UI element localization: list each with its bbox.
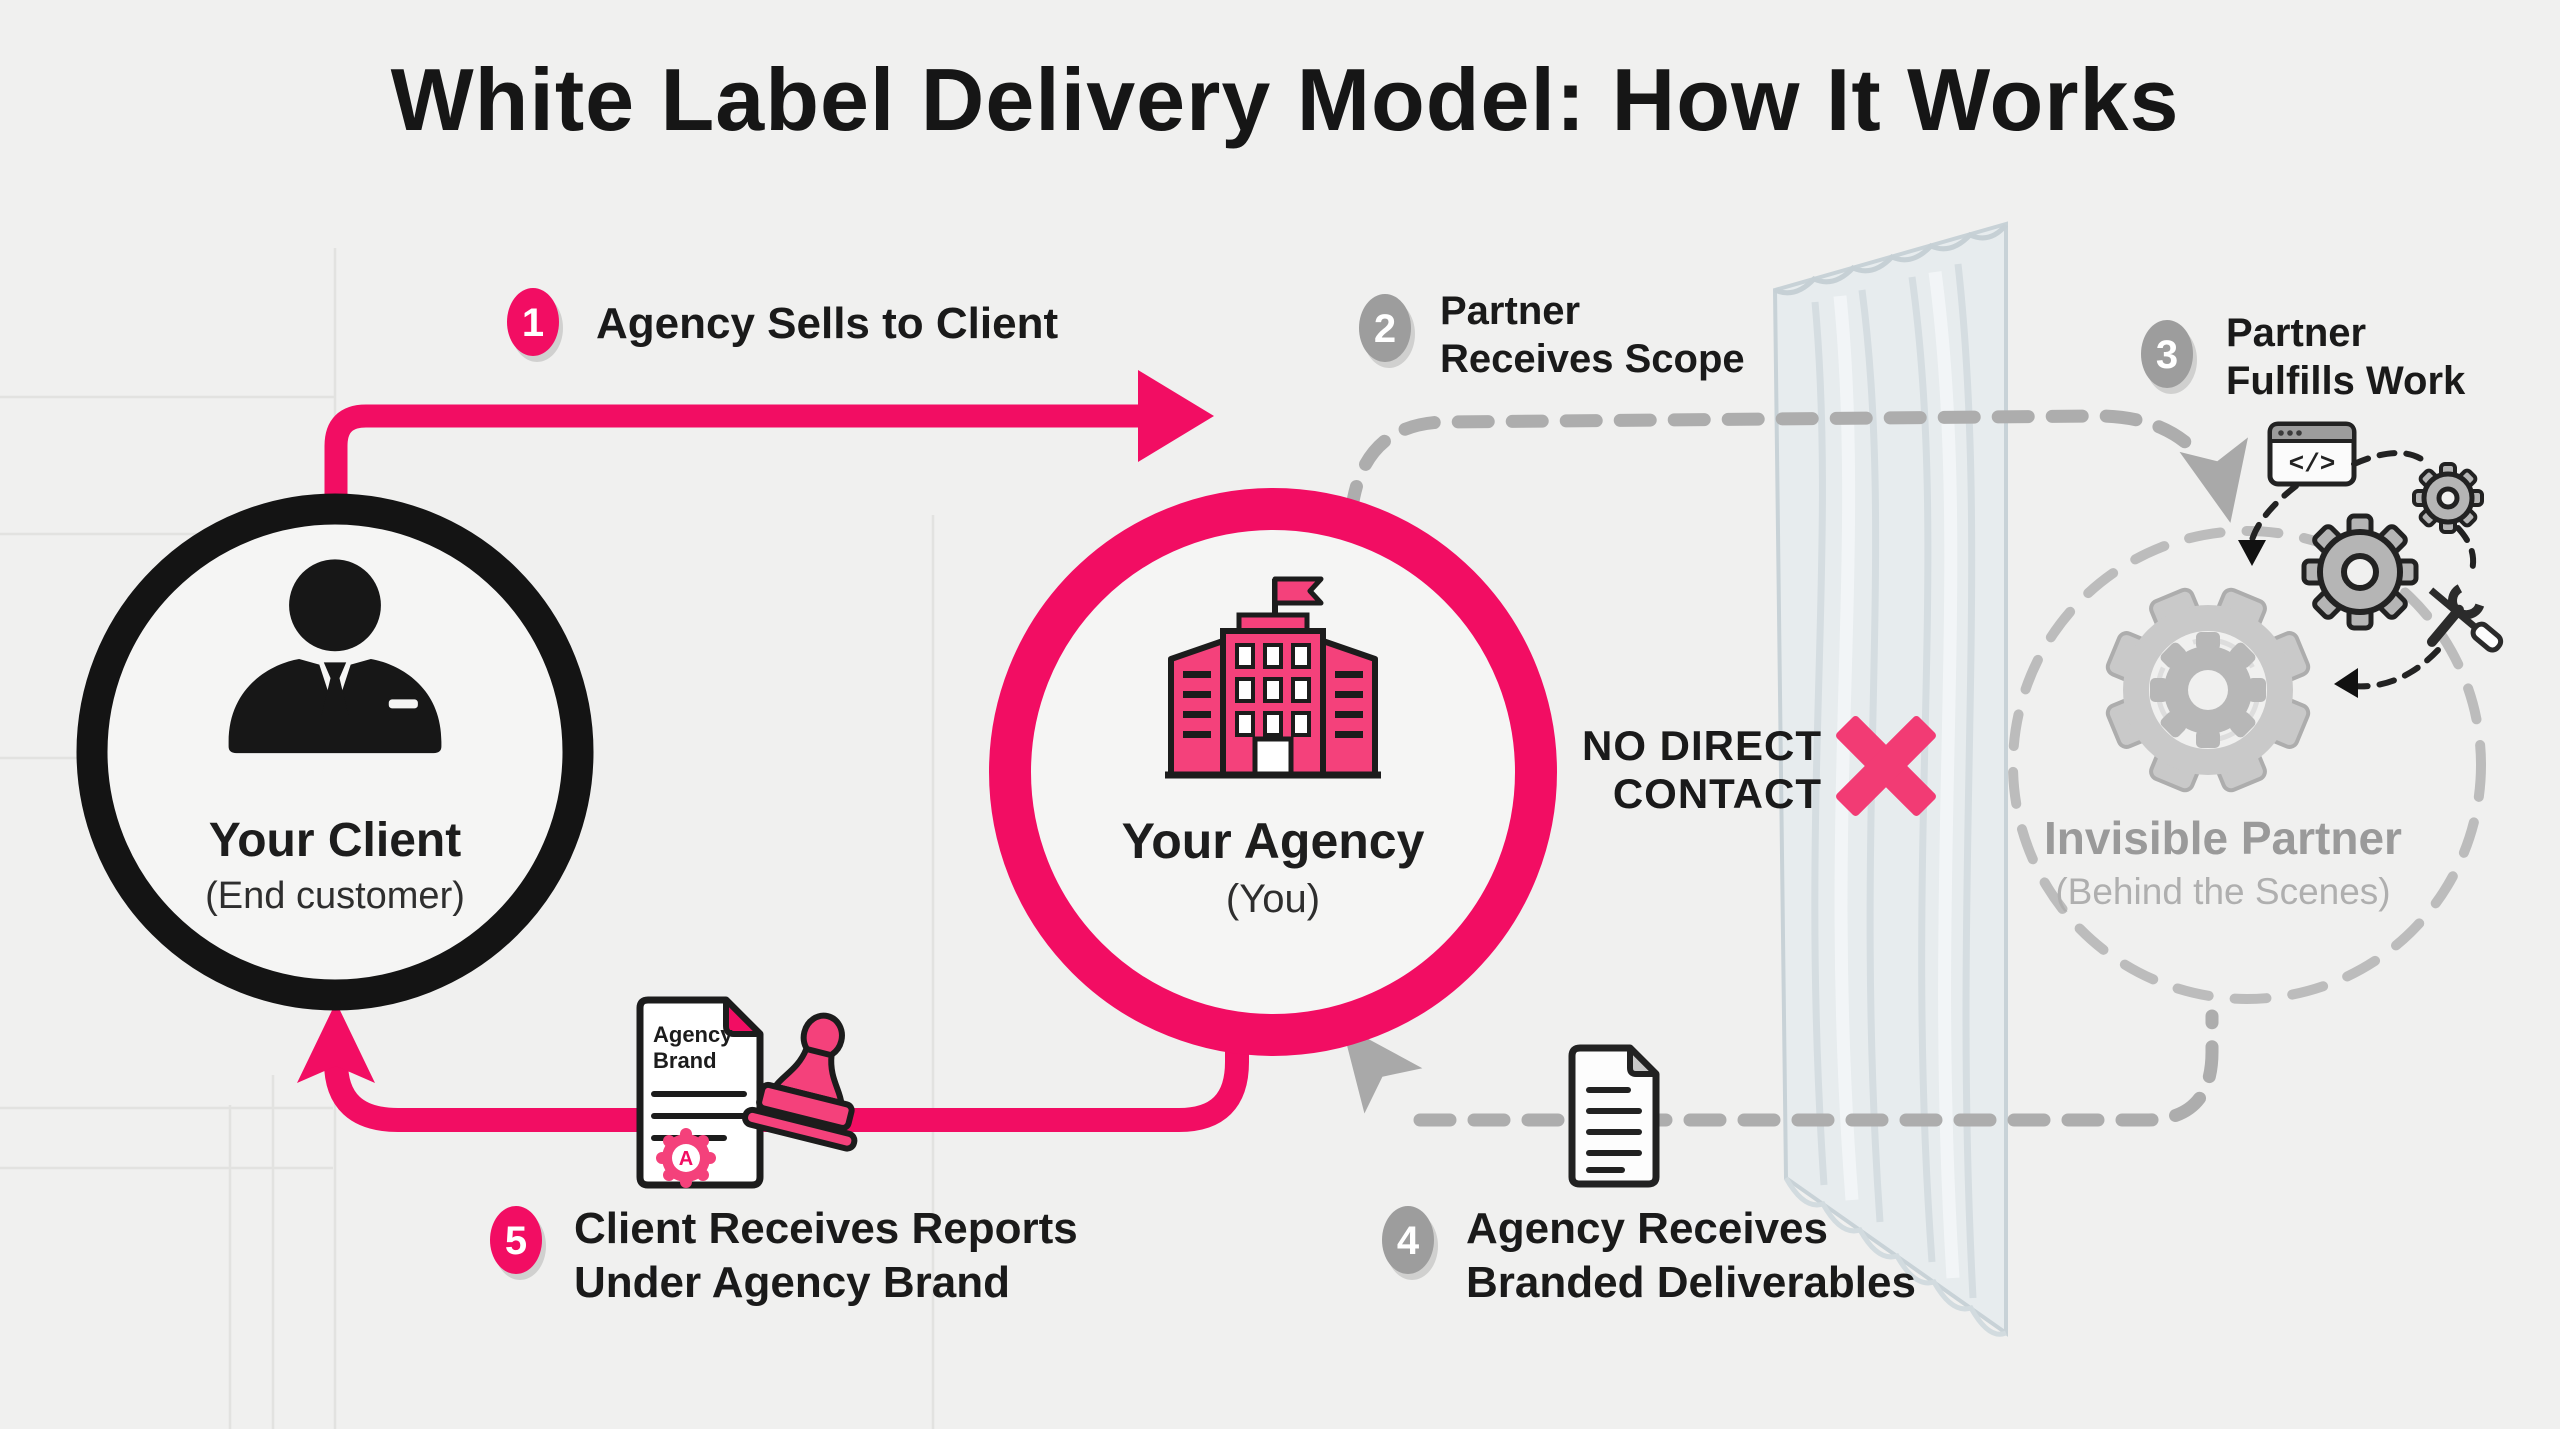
sell-arrowhead-icon <box>1138 370 1214 462</box>
client-name: Your Client <box>209 814 461 867</box>
workflow-arcs <box>2249 450 2476 690</box>
step-3: 3 Partner Fulfills Work <box>2141 311 2466 403</box>
businessman-icon <box>228 559 442 754</box>
step-2: 2 Partner Receives Scope <box>1359 289 1745 381</box>
step-4-number: 4 <box>1397 1219 1420 1263</box>
no-contact-line1: NO DIRECT <box>1582 722 1822 769</box>
agency-name: Your Agency <box>1122 813 1425 869</box>
client-subtitle: (End customer) <box>205 875 465 917</box>
step-5-badge <box>490 1206 542 1274</box>
page-title: White Label Delivery Model: How It Works <box>391 50 2180 149</box>
seal-icon: A <box>656 1128 716 1188</box>
code-window-icon: </> <box>2267 421 2357 487</box>
step-4-label-line1: Agency Receives <box>1466 1204 1828 1253</box>
step-5-label-line2: Under Agency Brand <box>574 1258 1010 1307</box>
client-node: Your Client (End customer) <box>76 493 594 1011</box>
step-2-label-line2: Receives Scope <box>1440 337 1745 381</box>
arc-arrowhead-left-icon <box>2334 668 2358 698</box>
curtain-highlight <box>1833 295 1859 1201</box>
step-4-label-line2: Branded Deliverables <box>1466 1258 1916 1307</box>
folded-corner-icon <box>1627 1045 1659 1077</box>
branded-report-icon: Agency Brand A <box>636 996 858 1189</box>
step-4-badge <box>1382 1206 1434 1274</box>
folded-corner-icon <box>723 997 763 1037</box>
small-gear-icon <box>2412 462 2484 534</box>
arc-arrowhead-down-icon <box>2238 540 2266 566</box>
curtain-scallop-top <box>1773 223 2008 296</box>
agency-node: Your Agency (You) <box>989 488 1557 1056</box>
tools-icon <box>2426 584 2504 653</box>
seal-letter: A <box>679 1148 693 1170</box>
step-1: 1 Agency Sells to Client <box>507 288 1058 362</box>
building-icon <box>1165 576 1381 779</box>
screwdriver-icon <box>2428 587 2504 653</box>
curtain-fold <box>1811 301 1828 1186</box>
code-glyph: </> <box>2289 449 2336 479</box>
step-5-number: 5 <box>505 1219 527 1263</box>
step-3-number: 3 <box>2156 333 2178 377</box>
curtain-fold <box>1858 289 1884 1223</box>
medium-gear-icon <box>2301 513 2419 631</box>
step-4: 4 Agency Receives Branded Deliverables <box>1382 1204 1916 1307</box>
step-3-label-line2: Fulfills Work <box>2226 359 2466 403</box>
step-3-label-line1: Partner <box>2226 311 2366 355</box>
step-2-number: 2 <box>1374 307 1396 351</box>
step-5-label-line1: Client Receives Reports <box>574 1204 1078 1253</box>
curtain-fold <box>1908 276 1936 1263</box>
no-direct-contact: NO DIRECT CONTACT <box>1582 716 1936 817</box>
invisible-partner-dashed-circle <box>2008 526 2486 1004</box>
report-arrowhead-icon <box>297 1002 375 1083</box>
deliverables-dashed-path <box>1341 1009 2219 1127</box>
curtain-highlight <box>1928 271 1960 1279</box>
step-1-label: Agency Sells to Client <box>596 299 1058 348</box>
scope-arrowhead-icon <box>2179 437 2248 523</box>
deliverables-arrowhead-icon <box>1341 1024 1423 1114</box>
agency-subtitle: (You) <box>1226 877 1320 921</box>
scope-dashed-path <box>1344 409 2248 523</box>
step-5: 5 Client Receives Reports Under Agency B… <box>490 1204 1078 1307</box>
doc-brand-line1: Agency <box>653 1022 733 1047</box>
partner-name: Invisible Partner <box>2044 812 2402 864</box>
stamp-icon <box>742 1012 858 1152</box>
x-mark-icon <box>1836 716 1936 816</box>
partner-subtitle: (Behind the Scenes) <box>2055 871 2390 912</box>
no-contact-line2: CONTACT <box>1613 770 1822 817</box>
doc-brand-line2: Brand <box>653 1048 717 1073</box>
step-2-badge <box>1359 294 1411 362</box>
sell-path <box>324 370 1214 512</box>
step-1-badge <box>507 288 559 356</box>
big-gear-icon <box>2105 587 2311 793</box>
partner-node: </> <box>2044 421 2504 912</box>
step-2-label-line1: Partner <box>1440 289 1580 333</box>
step-3-badge <box>2141 320 2193 388</box>
curtain-scallop-bottom <box>1783 1176 2007 1337</box>
deliverable-doc-icon <box>1568 1044 1660 1188</box>
step-1-number: 1 <box>522 301 544 345</box>
